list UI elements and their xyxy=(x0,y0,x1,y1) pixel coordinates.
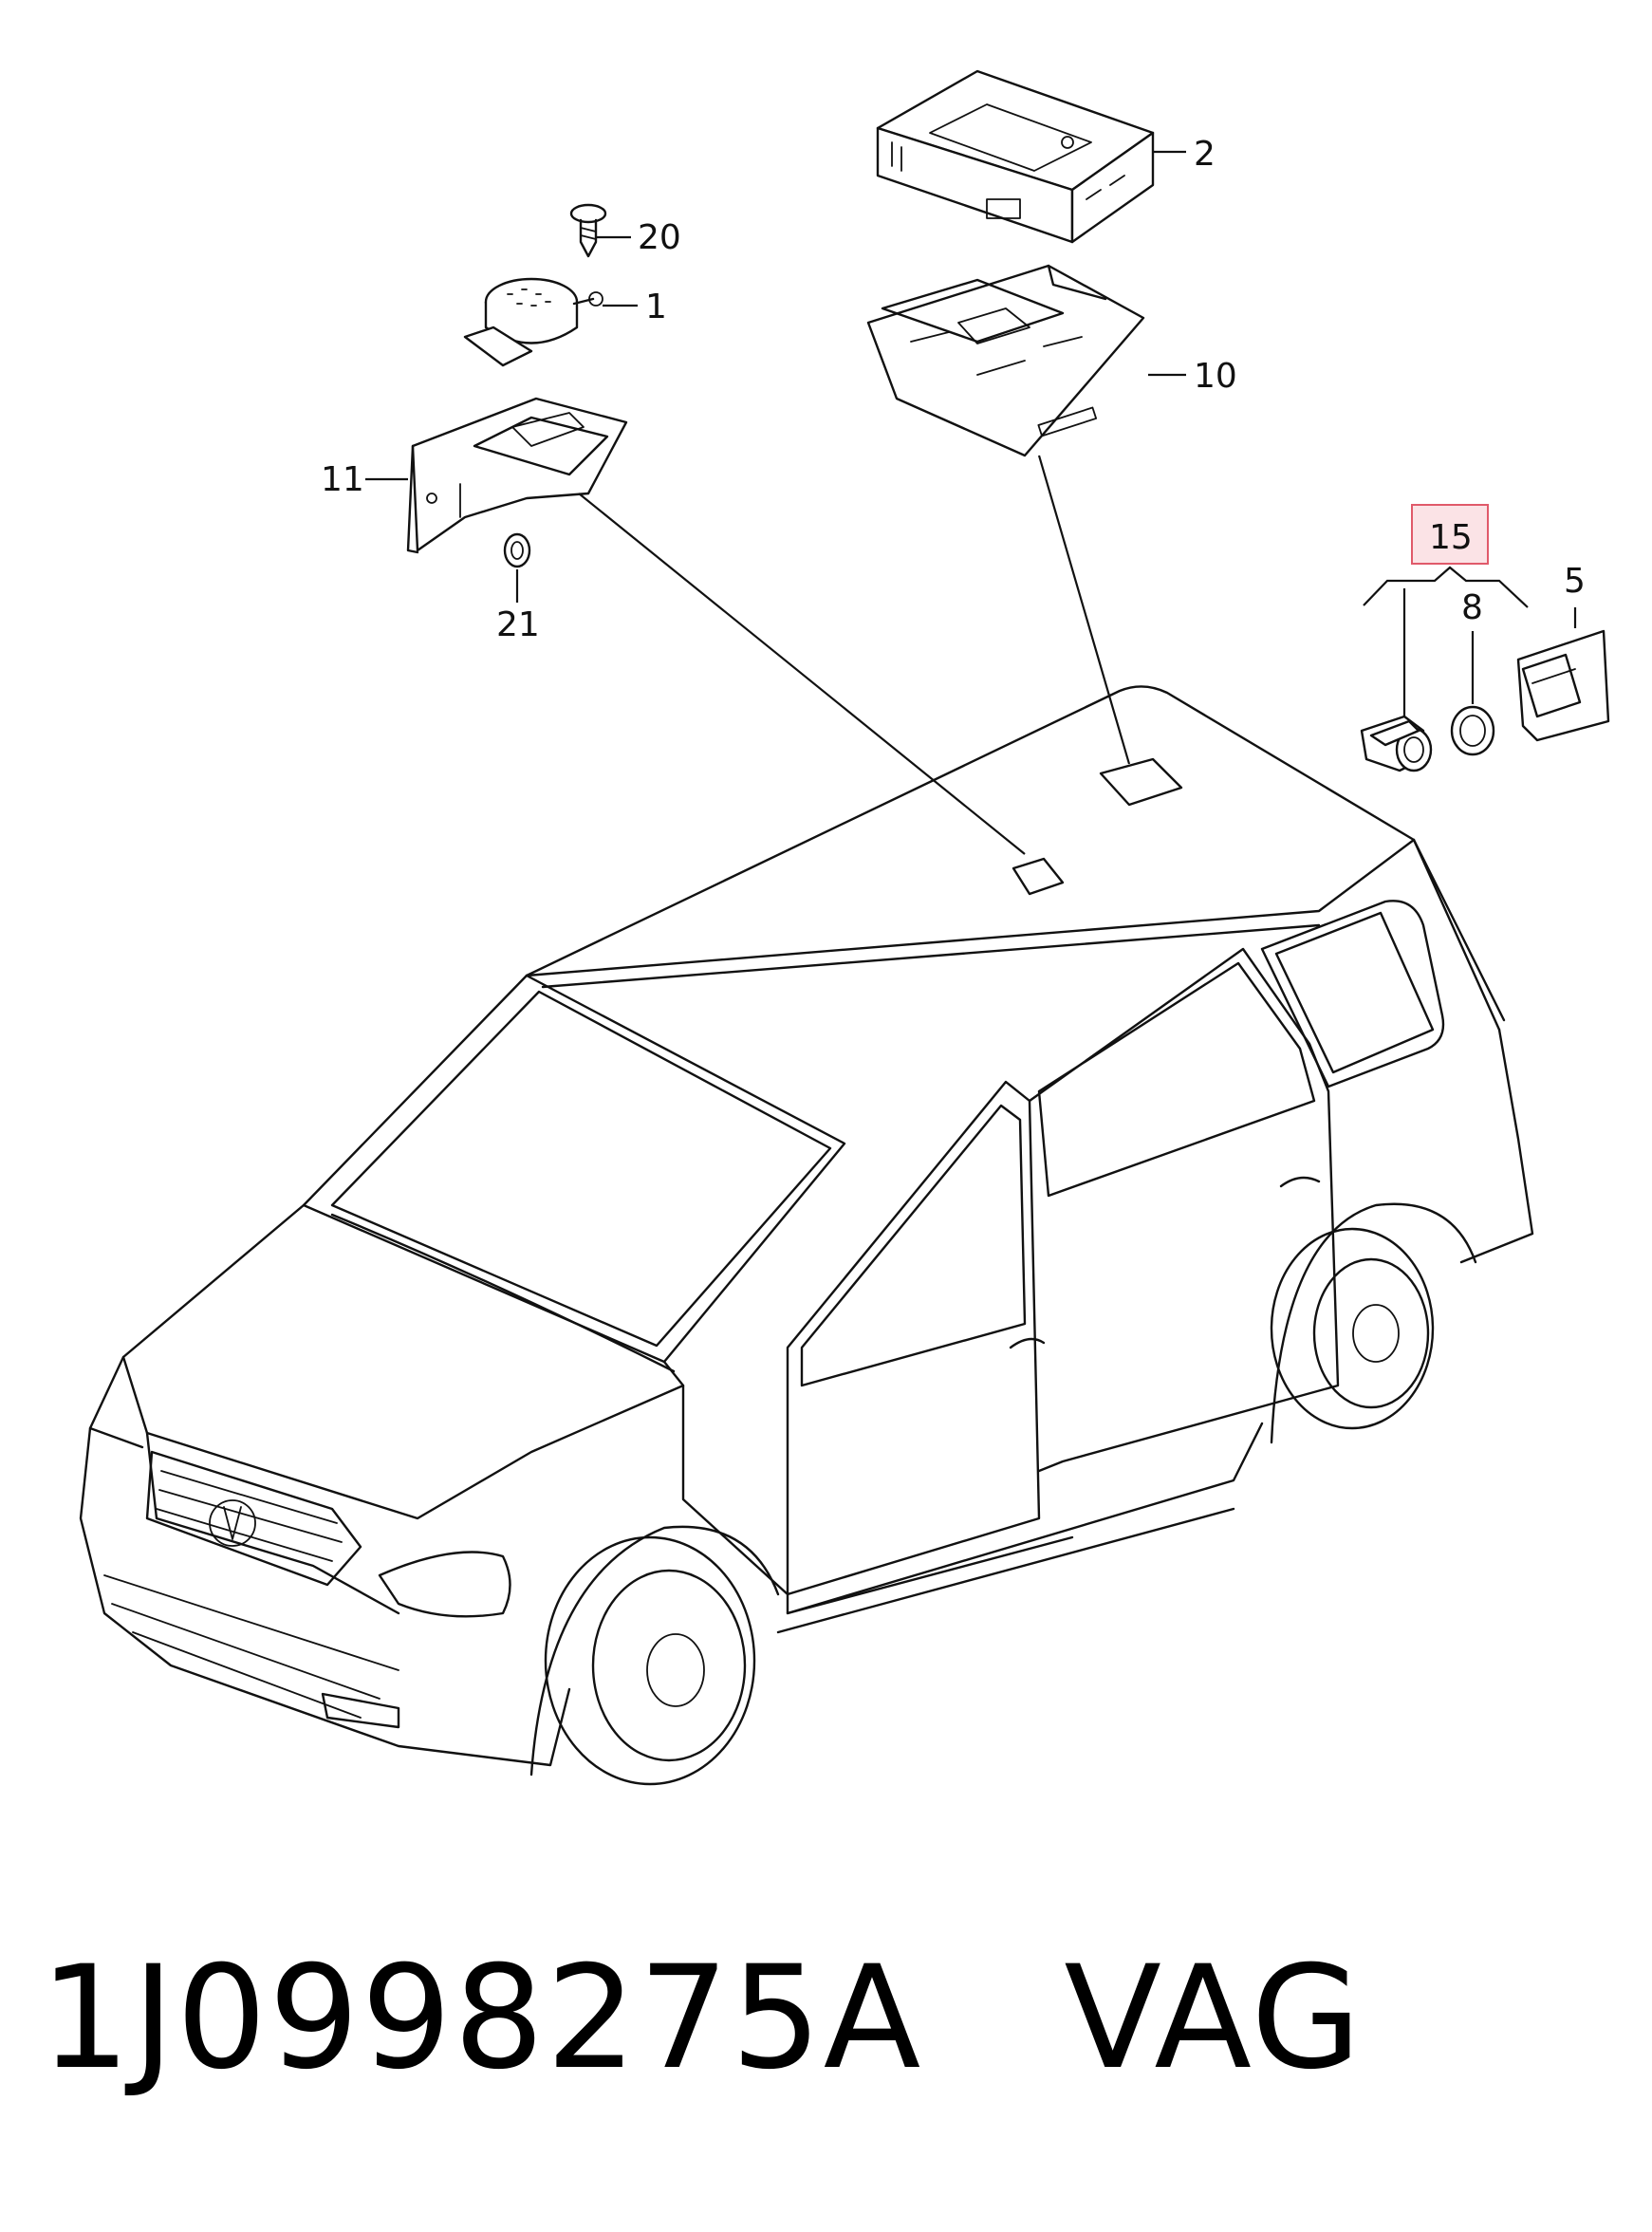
mounting-bracket-part-11 xyxy=(406,397,628,554)
callout-labels: 2 10 20 1 11 21 15 5 8 xyxy=(321,135,1586,644)
brand-name: VAG xyxy=(1064,1936,1364,2101)
callout-2: 2 xyxy=(1194,135,1216,174)
callout-20: 20 xyxy=(638,218,681,257)
callout-15-highlight xyxy=(1411,504,1489,565)
vehicle-outline xyxy=(79,685,1534,1786)
leader-lines xyxy=(365,150,1577,855)
clip-part-21 xyxy=(503,532,531,568)
callout-15: 15 xyxy=(1429,518,1473,557)
mount-marker-module xyxy=(1099,757,1183,807)
bracket-part-10 xyxy=(866,264,1145,457)
callout-11: 11 xyxy=(321,460,364,499)
sensor-holder-part-5 xyxy=(1516,629,1610,742)
control-module-part-2 xyxy=(876,69,1155,244)
callout-1: 1 xyxy=(645,288,667,326)
parking-sensor-part-15 xyxy=(1360,715,1433,772)
mount-marker-bracket xyxy=(1012,857,1065,896)
roof-mount-markers xyxy=(1012,757,1183,896)
callout-8: 8 xyxy=(1461,588,1483,627)
sealing-ring-part-8 xyxy=(1450,705,1495,756)
part-number-caption: 1J0998275A VAG xyxy=(40,1936,1364,2101)
screw-part-20 xyxy=(569,203,607,258)
callout-10: 10 xyxy=(1194,357,1237,396)
callout-21: 21 xyxy=(496,605,540,644)
callout-5: 5 xyxy=(1564,562,1586,601)
part-number: 1J0998275A xyxy=(40,1936,923,2101)
buzzer-part-1 xyxy=(463,277,603,367)
